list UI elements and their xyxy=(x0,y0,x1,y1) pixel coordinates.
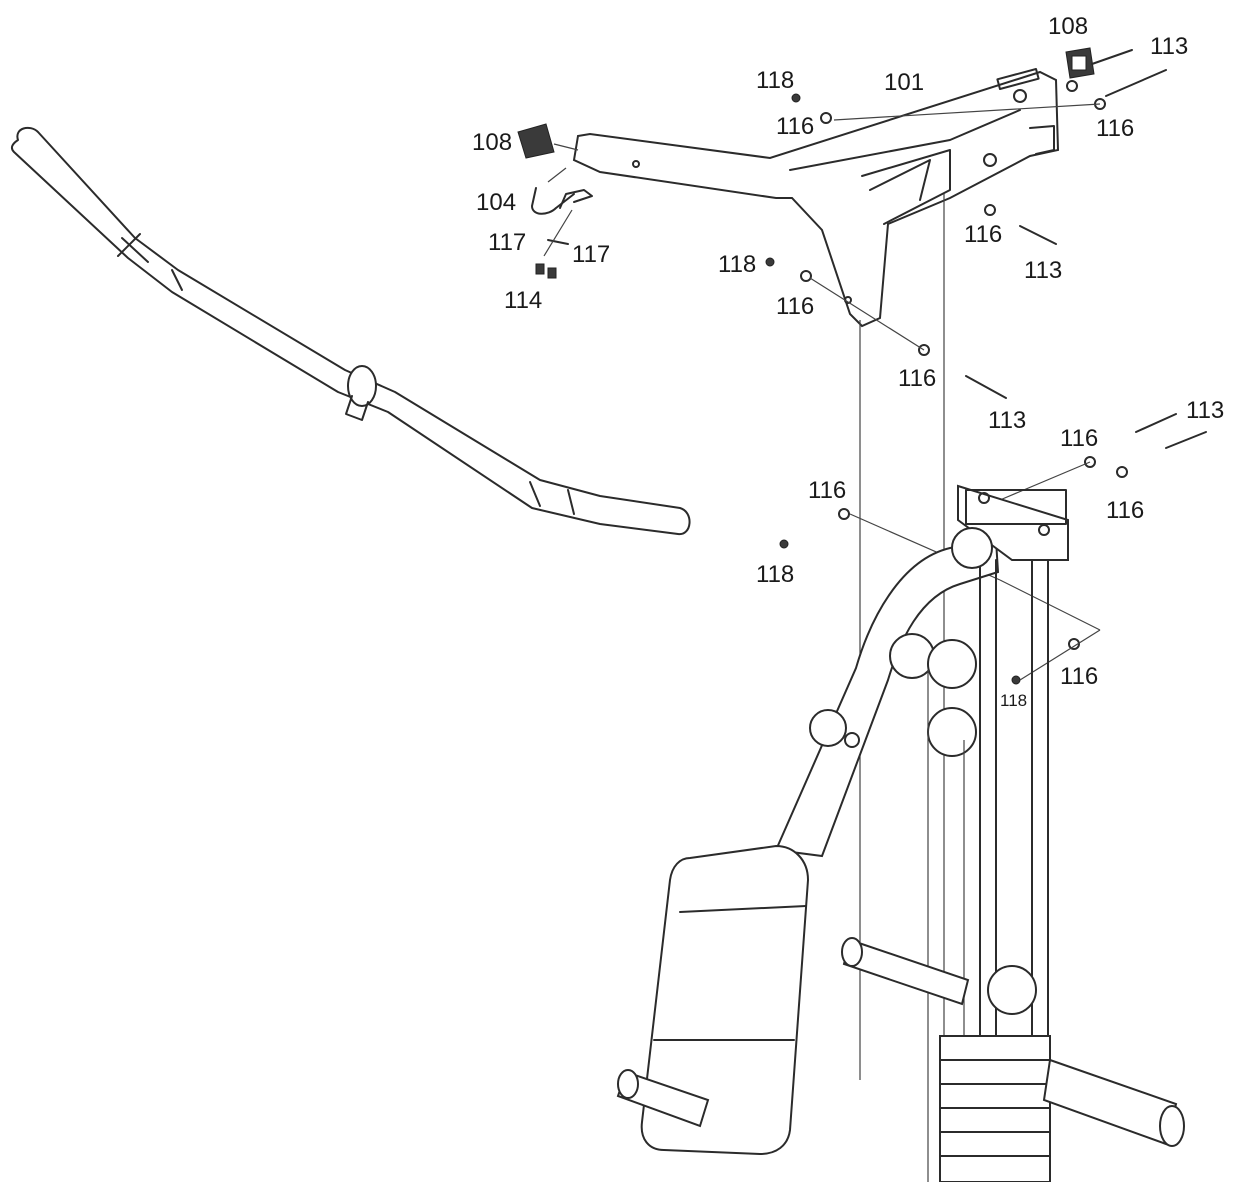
label-116-a: 116 xyxy=(776,113,814,140)
bolts-113 xyxy=(965,49,1207,449)
lat-bar xyxy=(10,126,691,536)
label-116-e: 116 xyxy=(898,365,936,392)
label-114: 114 xyxy=(504,287,542,314)
label-113-top: 113 xyxy=(1150,33,1188,60)
label-118-c: 118 xyxy=(756,561,794,588)
pulleys xyxy=(809,527,1037,1015)
label-117-b: 117 xyxy=(572,241,610,268)
label-113-lower: 113 xyxy=(988,407,1026,434)
label-118-a: 118 xyxy=(756,67,794,94)
label-101: 101 xyxy=(884,69,924,96)
label-118-b: 118 xyxy=(718,251,756,278)
end-cap-108-left xyxy=(517,123,579,159)
label-116-d: 116 xyxy=(776,293,814,320)
fasteners-114-117 xyxy=(535,209,573,279)
end-cap-108-right xyxy=(1065,47,1095,79)
label-116-b: 116 xyxy=(1096,115,1134,142)
label-108-left: 108 xyxy=(472,129,512,156)
part-labels: 101 104 108 108 113 113 113 113 114 116 … xyxy=(472,13,1224,710)
label-117-a: 117 xyxy=(488,229,526,256)
back-pad xyxy=(640,844,810,1156)
label-104: 104 xyxy=(476,189,516,216)
main-frame xyxy=(774,484,1069,1061)
hook-104 xyxy=(531,167,593,215)
label-108-right: 108 xyxy=(1048,13,1088,40)
weight-stack xyxy=(939,1035,1051,1182)
leg-rollers xyxy=(616,937,1185,1147)
label-116-i: 116 xyxy=(1060,663,1098,690)
label-113-mid: 113 xyxy=(1024,257,1062,284)
label-116-h: 116 xyxy=(808,477,846,504)
label-113-right: 113 xyxy=(1186,397,1224,424)
label-116-c: 116 xyxy=(964,221,1002,248)
top-boom-101 xyxy=(572,67,1060,328)
label-116-f: 116 xyxy=(1060,425,1098,452)
label-118-d: 118 xyxy=(1000,691,1027,710)
label-116-g: 116 xyxy=(1106,497,1144,524)
